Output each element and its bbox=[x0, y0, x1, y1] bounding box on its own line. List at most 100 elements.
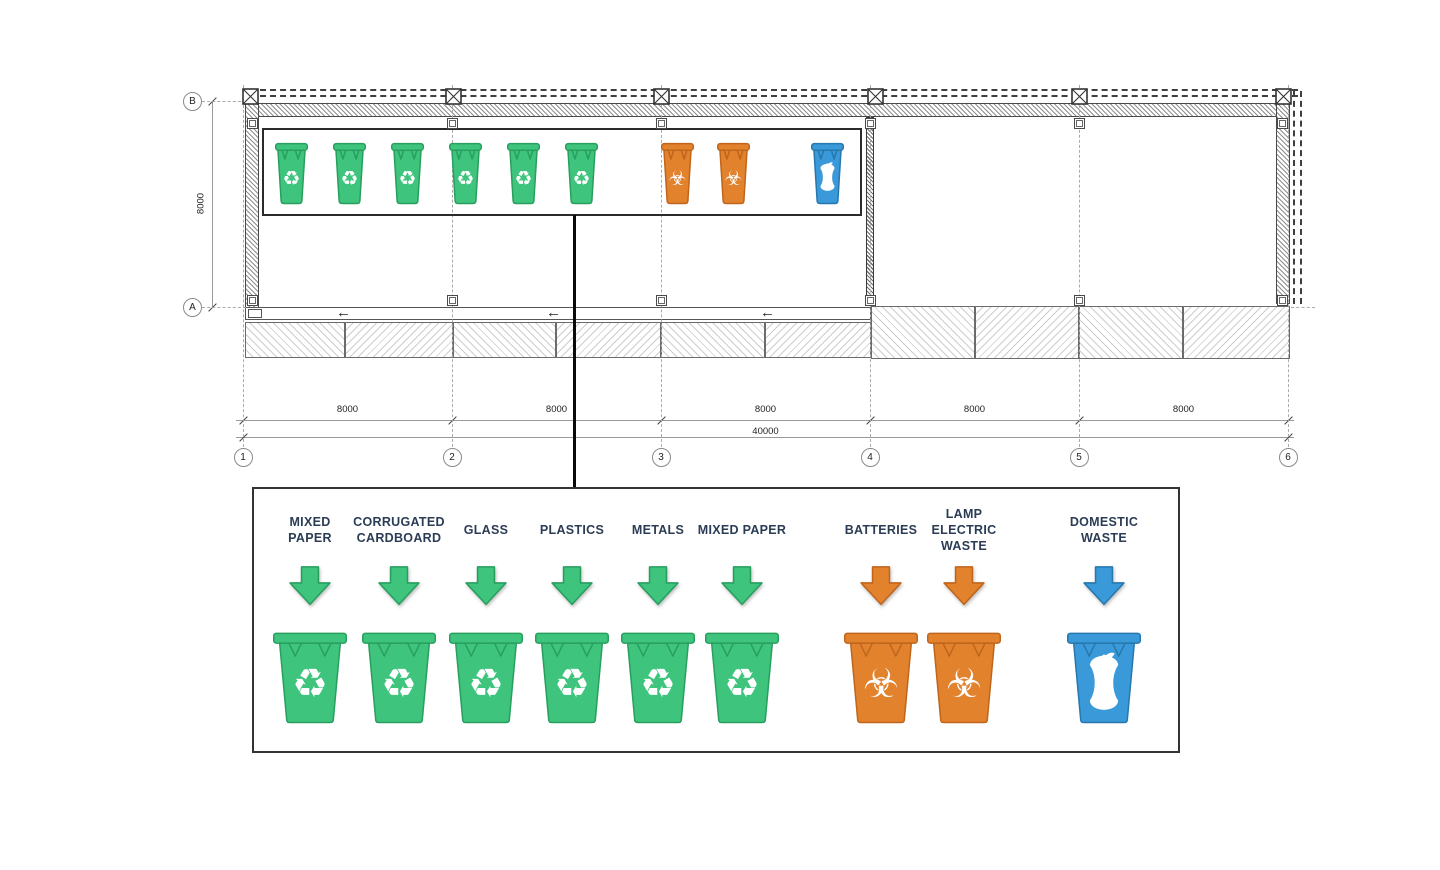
steel-column-marker bbox=[1070, 87, 1088, 105]
recycle-icon: ♻ bbox=[572, 166, 590, 190]
legend-item-label: BATTERIES bbox=[821, 499, 941, 561]
grid-bubble-column: 3 bbox=[651, 447, 671, 467]
dimension-label-bay: 8000 bbox=[754, 404, 777, 415]
grid-bubble-column: 6 bbox=[1278, 447, 1298, 467]
legend-item-label-line: MIXED PAPER bbox=[697, 523, 787, 537]
column-x-icon bbox=[866, 87, 884, 105]
pavement-segment bbox=[453, 322, 556, 358]
grid-line-column-1 bbox=[243, 85, 244, 447]
down-arrow-icon bbox=[376, 565, 422, 612]
recycle-icon: ♻ bbox=[640, 661, 676, 707]
pavement-segment bbox=[661, 322, 765, 358]
legend-item-label-line: LAMP bbox=[945, 507, 983, 521]
down-arrow-icon bbox=[1081, 565, 1127, 612]
pavement-segment bbox=[871, 306, 975, 359]
dimension-label-bay: 8000 bbox=[336, 404, 359, 415]
legend-item: MIXED PAPER ♻ bbox=[682, 489, 802, 751]
down-arrow-icon bbox=[943, 566, 985, 606]
column-bottom bbox=[655, 295, 667, 306]
legend-waste-bin: ♻ bbox=[621, 631, 695, 729]
column-bottom bbox=[1276, 295, 1288, 306]
pavement-segment bbox=[1183, 306, 1290, 359]
pavement-segment bbox=[556, 322, 661, 358]
dimension-label-bay: 8000 bbox=[963, 404, 986, 415]
down-arrow-icon bbox=[635, 565, 681, 612]
down-arrow-icon bbox=[637, 566, 679, 606]
dimension-label-depth: 8000 bbox=[195, 192, 207, 215]
legend-item-label: PLASTICS bbox=[512, 499, 632, 561]
dimension-line-depth bbox=[212, 101, 213, 307]
grid-line-column-3 bbox=[661, 85, 662, 447]
down-arrow-icon bbox=[858, 565, 904, 612]
down-arrow-icon bbox=[721, 566, 763, 606]
dimension-line-total bbox=[236, 437, 1294, 438]
legend-item-label-line: PAPER bbox=[288, 531, 332, 545]
dimension-label-bay: 8000 bbox=[545, 404, 568, 415]
legend-item-label-line: PLASTICS bbox=[539, 523, 605, 537]
column-x-icon bbox=[241, 87, 259, 105]
grid-line-column-4 bbox=[870, 85, 871, 447]
left-arrow-icon: ← bbox=[336, 304, 351, 321]
legend-item-label-line: CORRUGATED bbox=[353, 515, 445, 529]
legend-item-label: MIXED PAPER bbox=[682, 499, 802, 561]
legend-waste-bin bbox=[1067, 631, 1141, 729]
legend-waste-bin: ♻ bbox=[273, 631, 347, 729]
waste-bin-recyclables: ♻ bbox=[564, 142, 598, 205]
column-bottom bbox=[446, 295, 458, 306]
column-x-icon bbox=[1070, 87, 1088, 105]
recycle-icon: ♻ bbox=[554, 661, 590, 707]
column-top bbox=[446, 118, 458, 129]
steel-column-marker bbox=[652, 87, 670, 105]
grid-bubble-row: A bbox=[183, 297, 202, 317]
grid-bubble-column-label: 2 bbox=[449, 451, 455, 463]
legend-waste-bin: ♻ bbox=[705, 631, 779, 729]
legend-item-label-line: METALS bbox=[631, 523, 685, 537]
down-arrow-icon bbox=[378, 566, 420, 606]
waste-bin-recyclables: ♻ bbox=[448, 142, 482, 205]
legend-item-label-line: GLASS bbox=[463, 523, 509, 537]
waste-bin-recyclables: ♻ bbox=[506, 142, 540, 205]
column-top bbox=[246, 118, 258, 129]
column-top bbox=[655, 118, 667, 129]
down-arrow-icon bbox=[1083, 566, 1125, 606]
biohazard-icon: ☣ bbox=[946, 661, 982, 707]
grid-line-row-A bbox=[202, 307, 246, 308]
roof-overhang-dashed-line-top-inner bbox=[250, 95, 1298, 97]
grid-bubble-row-label: B bbox=[189, 95, 196, 107]
grid-line-column-6 bbox=[1288, 85, 1289, 447]
biohazard-icon: ☣ bbox=[668, 166, 686, 190]
legend-item-label-line: CARDBOARD bbox=[356, 531, 442, 545]
left-arrow-icon: ← bbox=[546, 304, 561, 321]
down-arrow-icon bbox=[463, 565, 509, 612]
column-top bbox=[1073, 118, 1085, 129]
legend-item-label-line: DOMESTIC bbox=[1069, 515, 1139, 529]
pavement-segment bbox=[1079, 306, 1183, 359]
steel-column-marker bbox=[241, 87, 259, 105]
steel-column-marker bbox=[1274, 87, 1292, 105]
roof-overhang-dashed-line-right-outer bbox=[1300, 91, 1302, 304]
down-arrow-icon bbox=[287, 565, 333, 612]
pavement-segment bbox=[345, 322, 453, 358]
grid-bubble-column-label: 1 bbox=[240, 451, 246, 463]
dimension-line-bays bbox=[236, 420, 1294, 421]
left-arrow-icon: ← bbox=[760, 304, 775, 321]
legend-item-label-line: WASTE bbox=[941, 539, 987, 553]
legend-waste-bin: ♻ bbox=[449, 631, 523, 729]
column-bottom bbox=[246, 295, 258, 306]
grid-bubble-row-label: A bbox=[189, 301, 196, 313]
roof-overhang-dashed-line-top-outer bbox=[250, 89, 1298, 91]
legend-item-label-line: ELECTRIC bbox=[931, 523, 997, 537]
column-x-icon bbox=[652, 87, 670, 105]
down-arrow-icon bbox=[289, 566, 331, 606]
legend-item: LAMP ELECTRIC WASTE ☣ bbox=[904, 489, 1024, 751]
legend-item-label: METALS bbox=[598, 499, 718, 561]
legend-waste-bin: ☣ bbox=[844, 631, 918, 729]
legend-item: METALS ♻ bbox=[598, 489, 718, 751]
grid-line-row-B bbox=[202, 101, 246, 102]
biohazard-icon: ☣ bbox=[724, 166, 742, 190]
